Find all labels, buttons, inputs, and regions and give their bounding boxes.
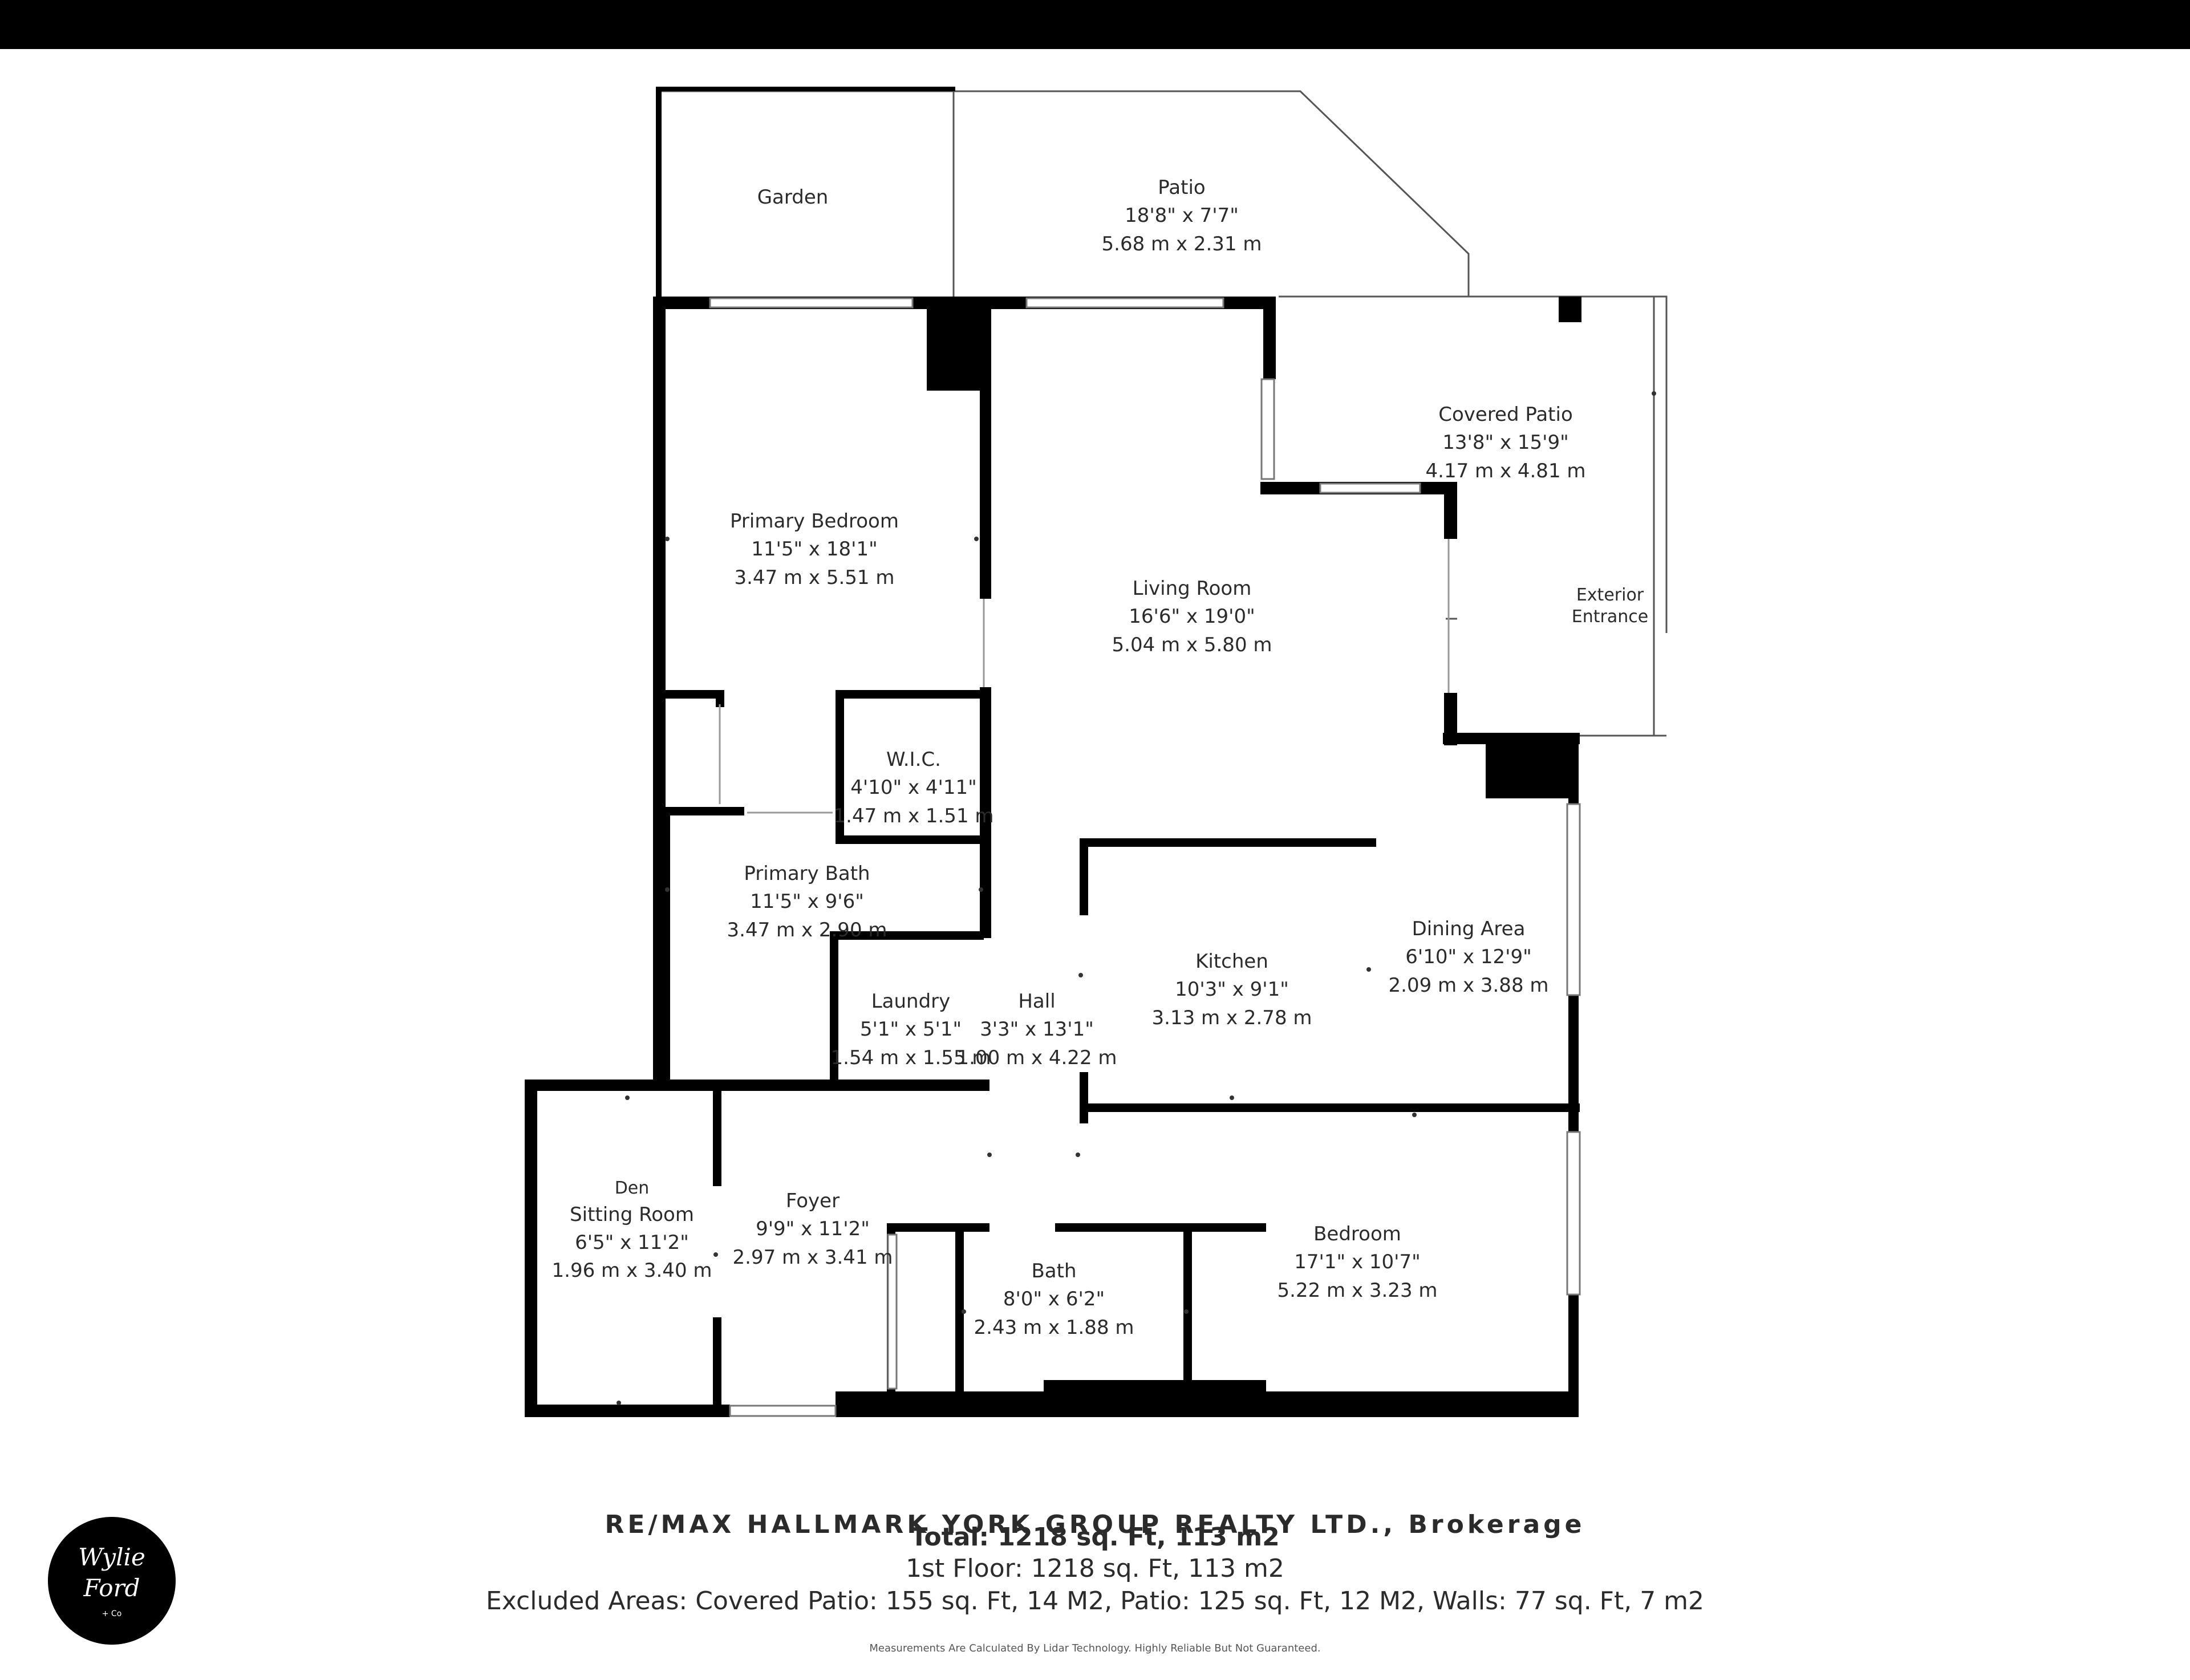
room-name: Hall [1018,990,1056,1013]
room-living-room: Living Room 16'6" x 19'0" 5.04 m x 5.80 … [1112,575,1272,659]
room-name: W.I.C. [886,748,941,771]
wylie-ford-logo: Wylie Ford + Co [48,1517,176,1645]
top-bar [0,0,2190,49]
room-covered-patio: Covered Patio 13'8" x 15'9" 4.17 m x 4.8… [1426,401,1586,485]
room-dimensions-metric: 3.13 m x 2.78 m [1151,1006,1312,1029]
brokerage-watermark: RE/MAX HALLMARK YORK GROUP REALTY LTD., … [605,1510,1585,1539]
logo-line: Wylie [78,1543,145,1571]
room-name: Laundry [871,990,951,1013]
room-dimensions-imperial: 8'0" x 6'2" [1003,1288,1105,1311]
room-name: Primary Bath [744,862,870,885]
room-den-sitting-room: Den Sitting Room 6'5" x 11'2" 1.96 m x 3… [552,1176,712,1285]
room-primary-bedroom: Primary Bedroom 11'5" x 18'1" 3.47 m x 5… [730,508,899,592]
room-dimensions-imperial: 11'5" x 18'1" [751,538,878,561]
room-name: Kitchen [1195,950,1268,973]
room-name: Garden [757,186,829,209]
room-dimensions-imperial: 10'3" x 9'1" [1175,978,1289,1001]
label-line: Exterior [1576,585,1644,605]
room-dimensions-metric: 1.96 m x 3.40 m [551,1259,712,1283]
room-name: Dining Area [1412,918,1526,940]
room-name: Foyer [785,1190,840,1212]
room-name: Living Room [1132,577,1252,600]
room-name: Patio [1158,176,1206,199]
room-kitchen: Kitchen 10'3" x 9'1" 3.13 m x 2.78 m [1152,948,1312,1032]
room-dimensions-imperial: 13'8" x 15'9" [1442,431,1569,455]
room-dimensions-metric: 1.54 m x 1.55 m [830,1046,991,1069]
room-dimensions-metric: 5.68 m x 2.31 m [1101,232,1262,255]
room-hall: Hall 3'3" x 13'1" 1.00 m x 4.22 m [957,988,1117,1072]
room-dimensions-imperial: 17'1" x 10'7" [1294,1251,1421,1274]
logo-line: Ford [83,1574,140,1602]
room-bath: Bath 8'0" x 6'2" 2.43 m x 1.88 m [974,1257,1134,1342]
room-dimensions-imperial: 6'5" x 11'2" [575,1231,689,1254]
room-name: Bedroom [1313,1223,1401,1245]
room-dimensions-metric: 3.47 m x 5.51 m [734,566,895,589]
room-dimensions-metric: 2.09 m x 3.88 m [1388,973,1549,997]
label-line: Entrance [1571,606,1649,627]
room-wic: W.I.C. 4'10" x 4'11" 1.47 m x 1.51 m [834,746,994,830]
room-name: Bath [1031,1260,1077,1283]
room-name: Covered Patio [1438,403,1573,426]
exterior-entrance-label: Exterior Entrance [1572,585,1648,627]
patio-outline [659,88,1668,737]
room-dining-area: Dining Area 6'10" x 12'9" 2.09 m x 3.88 … [1389,915,1549,1000]
room-foyer: Foyer 9'9" x 11'2" 2.97 m x 3.41 m [733,1187,893,1272]
room-label-line: Den [614,1178,650,1198]
room-dimensions-metric: 1.47 m x 1.51 m [833,804,994,827]
room-dimensions-imperial: 18'8" x 7'7" [1125,204,1239,228]
door-swings [719,539,1450,814]
windows [709,297,1581,1417]
room-dimensions-metric: 5.22 m x 3.23 m [1277,1279,1438,1302]
room-dimensions-imperial: 6'10" x 12'9" [1405,945,1532,969]
room-dimensions-metric: 2.97 m x 3.41 m [732,1245,893,1269]
tick-marks [617,391,1656,1405]
room-dimensions-metric: 4.17 m x 4.81 m [1425,459,1586,482]
excluded-areas: Excluded Areas: Covered Patio: 155 sq. F… [485,1586,1705,1616]
room-garden: Garden [757,184,829,212]
total-area: Total: 1218 sq. Ft, 113 m2 [910,1523,1280,1552]
room-dimensions-imperial: 4'10" x 4'11" [850,776,977,800]
room-dimensions-metric: 2.43 m x 1.88 m [974,1316,1134,1339]
room-bedroom: Bedroom 17'1" x 10'7" 5.22 m x 3.23 m [1278,1220,1438,1305]
room-name: Primary Bedroom [730,510,899,533]
room-dimensions-imperial: 5'1" x 5'1" [859,1018,962,1041]
room-patio: Patio 18'8" x 7'7" 5.68 m x 2.31 m [1102,174,1262,258]
logo-line: + Co [102,1609,122,1618]
room-name: Sitting Room [570,1203,694,1226]
room-dimensions-metric: 3.47 m x 2.90 m [727,918,887,942]
room-dimensions-imperial: 16'6" x 19'0" [1129,605,1255,628]
room-dimensions-imperial: 3'3" x 13'1" [980,1018,1094,1041]
room-dimensions-imperial: 9'9" x 11'2" [756,1218,870,1241]
room-dimensions-metric: 1.00 m x 4.22 m [956,1046,1117,1069]
room-dimensions-metric: 5.04 m x 5.80 m [1112,633,1272,656]
room-primary-bath: Primary Bath 11'5" x 9'6" 3.47 m x 2.90 … [727,860,887,944]
room-laundry: Laundry 5'1" x 5'1" 1.54 m x 1.55 m [831,988,991,1072]
room-dimensions-imperial: 11'5" x 9'6" [750,890,864,914]
first-floor-area: 1st Floor: 1218 sq. Ft, 113 m2 [906,1554,1284,1583]
measurement-disclaimer: Measurements Are Calculated By Lidar Tec… [869,1642,1321,1654]
